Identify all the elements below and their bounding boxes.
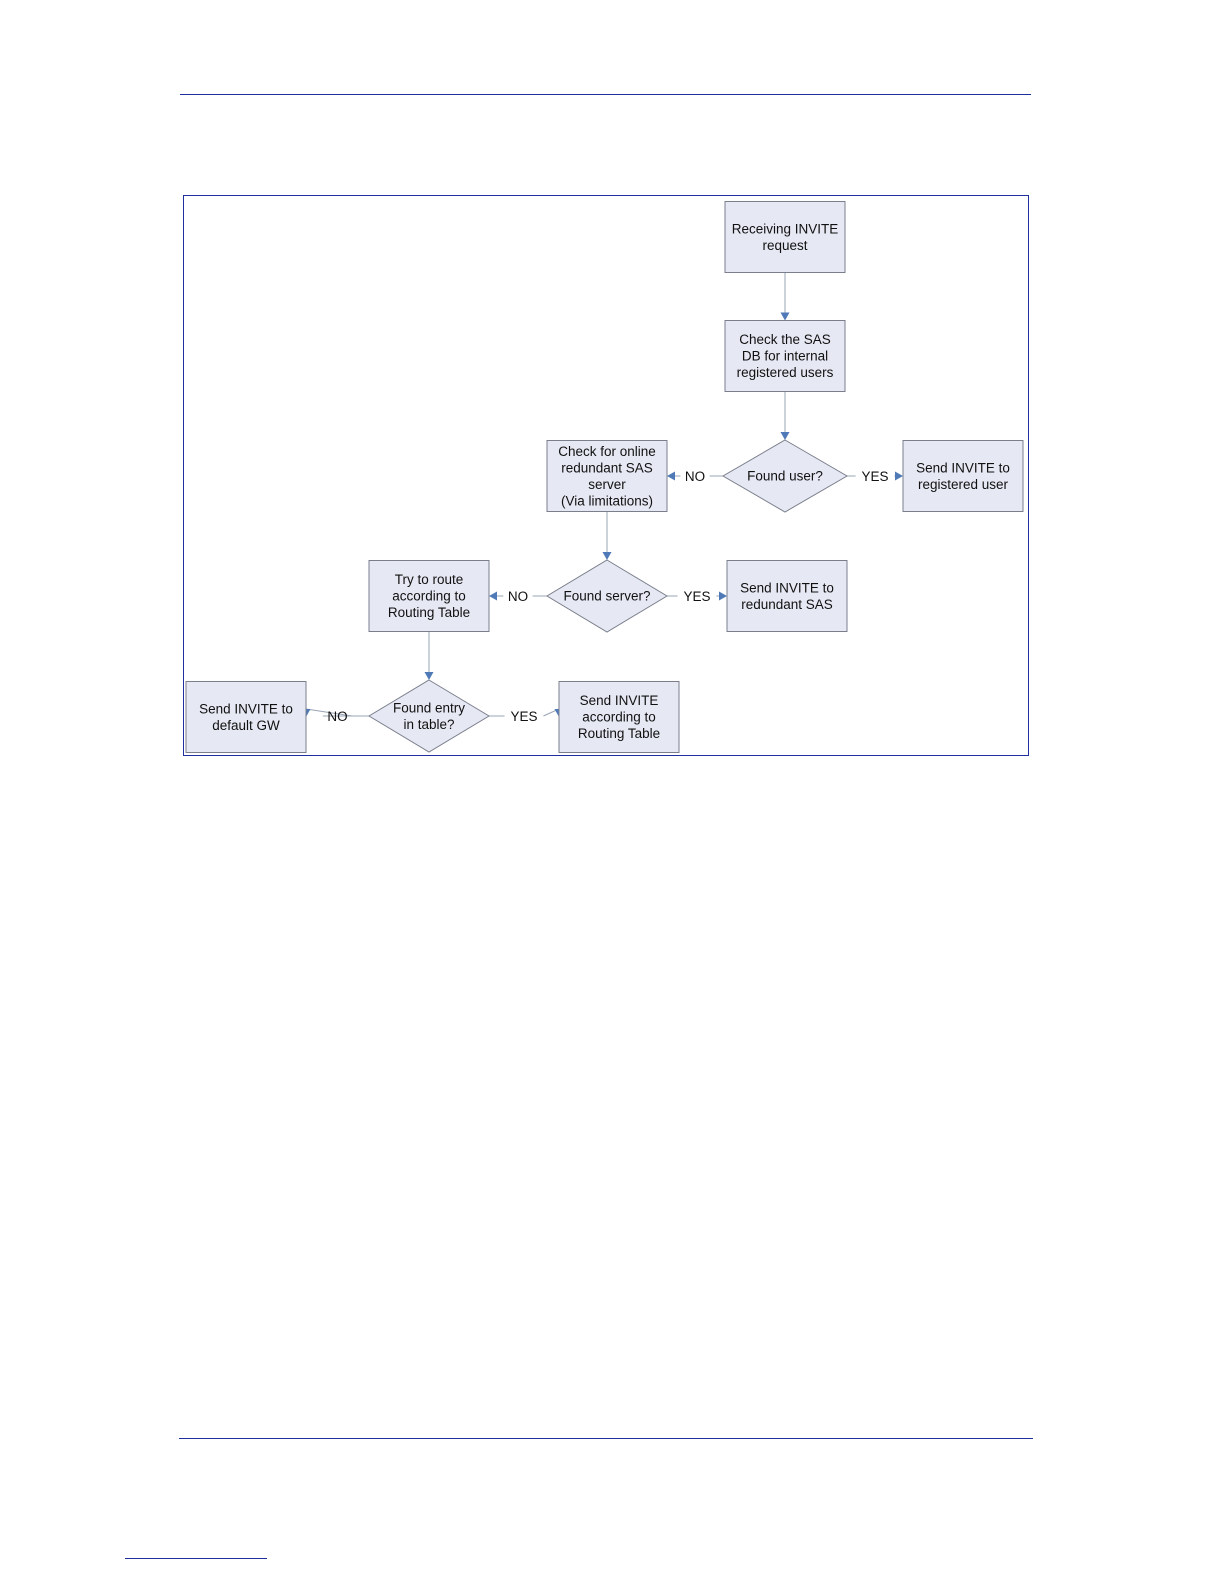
node-foundentry: Found entry in table? <box>368 679 490 753</box>
node-label: Send INVITE to <box>740 580 834 595</box>
arrowhead <box>667 471 675 481</box>
node-receive: Receiving INVITE request <box>724 201 846 273</box>
footer-rule <box>179 1438 1033 1439</box>
edge-checkdb-founduser <box>780 391 790 440</box>
header-rule <box>180 94 1031 95</box>
node-sendred: Send INVITE to redundant SAS <box>726 560 848 632</box>
edge-foundentry-sendrt: YES <box>489 708 564 724</box>
node-label: Send INVITE to <box>199 701 293 716</box>
edge-label: YES <box>683 589 710 604</box>
arrowhead <box>780 432 790 440</box>
process-box <box>558 681 680 753</box>
node-label: Routing Table <box>388 605 470 620</box>
node-label: request <box>762 238 807 253</box>
diagram-frame <box>183 195 1029 756</box>
edge-foundserver-tryroute: NO <box>489 589 547 604</box>
node-label: registered user <box>918 477 1009 492</box>
arrowhead <box>780 312 790 321</box>
edge-label: YES <box>510 709 537 724</box>
decision-diamond <box>722 439 848 513</box>
edge-founduser-sendreg: YES <box>847 469 903 484</box>
node-label: registered users <box>737 365 834 380</box>
process-box <box>724 320 846 392</box>
edge-label: NO <box>508 589 528 604</box>
node-label: Routing Table <box>578 726 660 741</box>
node-label: Send INVITE <box>580 693 659 708</box>
connector-line <box>305 708 353 717</box>
footnote-rule <box>125 1558 267 1559</box>
process-box <box>185 681 307 753</box>
node-label: Send INVITE to <box>916 460 1010 475</box>
edge-label: YES <box>861 469 888 484</box>
arrowhead <box>895 471 903 481</box>
edge-receive-checkdb <box>780 272 790 321</box>
node-label: server <box>588 477 626 492</box>
node-senddef: Send INVITE to default GW <box>185 681 307 753</box>
node-label: redundant SAS <box>561 460 653 475</box>
edges: YES NO YES NO YES NO <box>301 272 903 724</box>
node-label: according to <box>392 589 466 604</box>
edge-label: NO <box>327 709 347 724</box>
node-label: according to <box>582 710 656 725</box>
edge-label: NO <box>685 469 705 484</box>
node-label: DB for internal <box>742 349 828 364</box>
node-label: default GW <box>212 718 280 733</box>
process-box <box>368 560 490 632</box>
process-box <box>546 440 668 512</box>
node-label: Check for online <box>558 444 656 459</box>
edge-foundentry-senddef: NO <box>301 708 369 724</box>
process-box <box>724 201 846 273</box>
node-foundserver: Found server? <box>546 559 668 633</box>
node-label: Found user? <box>747 469 823 484</box>
process-box <box>902 440 1024 512</box>
edge-tryroute-foundentry <box>424 631 434 680</box>
edge-founduser-checkonline: NO <box>667 469 723 484</box>
node-label: (Via limitations) <box>561 493 653 508</box>
edge-checkonline-foundserver <box>602 511 612 560</box>
node-label: in table? <box>403 717 454 732</box>
node-label: Try to route <box>395 572 464 587</box>
decision-diamond <box>546 559 668 633</box>
arrowhead <box>489 591 497 601</box>
node-label: Receiving INVITE <box>732 221 839 236</box>
node-label: Check the SAS <box>739 332 831 347</box>
node-sendreg: Send INVITE to registered user <box>902 440 1024 512</box>
node-founduser: Found user? <box>722 439 848 513</box>
edge-foundserver-sendred: YES <box>667 589 727 604</box>
node-label: redundant SAS <box>741 597 833 612</box>
process-box <box>726 560 848 632</box>
arrowhead <box>602 552 612 560</box>
arrowhead <box>424 672 434 680</box>
arrowhead <box>719 591 727 601</box>
node-label: Found server? <box>563 589 650 604</box>
node-label: Found entry <box>393 700 465 715</box>
decision-diamond <box>368 679 490 753</box>
